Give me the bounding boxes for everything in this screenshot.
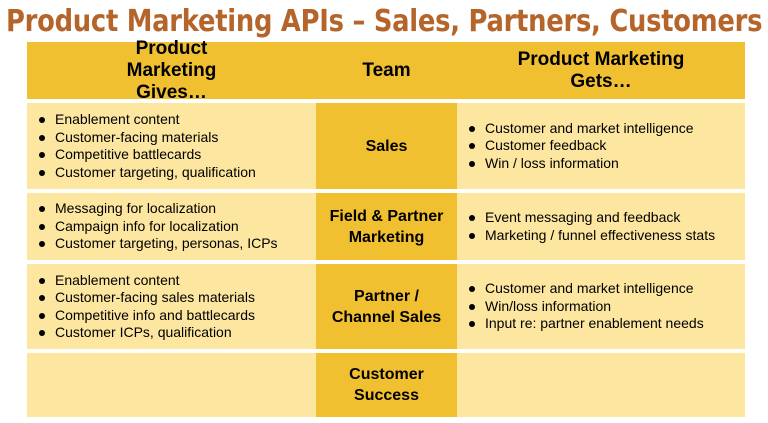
gives-cell xyxy=(27,353,316,417)
list-item: Input re: partner enablement needs xyxy=(469,315,704,332)
list-item: Campaign info for localization xyxy=(39,218,278,236)
team-cell: Sales xyxy=(316,103,457,189)
list-item: Messaging for localization xyxy=(39,200,278,218)
team-cell: Customer Success xyxy=(316,353,457,417)
api-table: Product Marketing Gives… Team Product Ma… xyxy=(27,38,745,417)
list-item: Customer and market intelligence xyxy=(469,119,694,136)
list-item: Customer feedback xyxy=(469,137,694,155)
list-item: Win/loss information xyxy=(469,298,704,316)
team-name: Field & Partner Marketing xyxy=(329,207,444,246)
team-name: Partner / Channel Sales xyxy=(331,287,442,326)
list-item: Customer targeting, qualification xyxy=(39,163,256,180)
list-item: Customer-facing sales materials xyxy=(39,289,255,305)
slide-title: Product Marketing APIs – Sales, Partners… xyxy=(6,4,763,39)
list-item: Competitive info and battlecards xyxy=(39,306,255,323)
header-team: Team xyxy=(316,42,457,99)
list-item: Customer and market intelligence xyxy=(469,280,704,298)
list-item: Customer targeting, personas, ICPs xyxy=(39,235,278,252)
list-item: Enablement content xyxy=(39,272,255,290)
gets-cell xyxy=(457,353,745,417)
list-item: Customer ICPs, qualification xyxy=(39,324,255,342)
team-cell: Field & Partner Marketing xyxy=(316,193,457,260)
list-item: Win / loss information xyxy=(469,155,694,173)
list-item: Marketing / funnel effectiveness stats xyxy=(468,226,716,243)
header-gets: Product Marketing Gets… xyxy=(457,42,745,99)
list-item: Enablement content xyxy=(39,111,256,129)
header-gives: Product Marketing Gives… xyxy=(27,38,316,103)
team-name: Sales xyxy=(365,137,408,155)
list-item: Competitive battlecards xyxy=(39,146,256,164)
list-item: Event messaging and feedback xyxy=(468,209,715,227)
team-cell: Partner / Channel Sales xyxy=(316,264,457,349)
team-name: Customer Success xyxy=(349,366,424,404)
list-item: Customer-facing materials xyxy=(39,129,256,147)
